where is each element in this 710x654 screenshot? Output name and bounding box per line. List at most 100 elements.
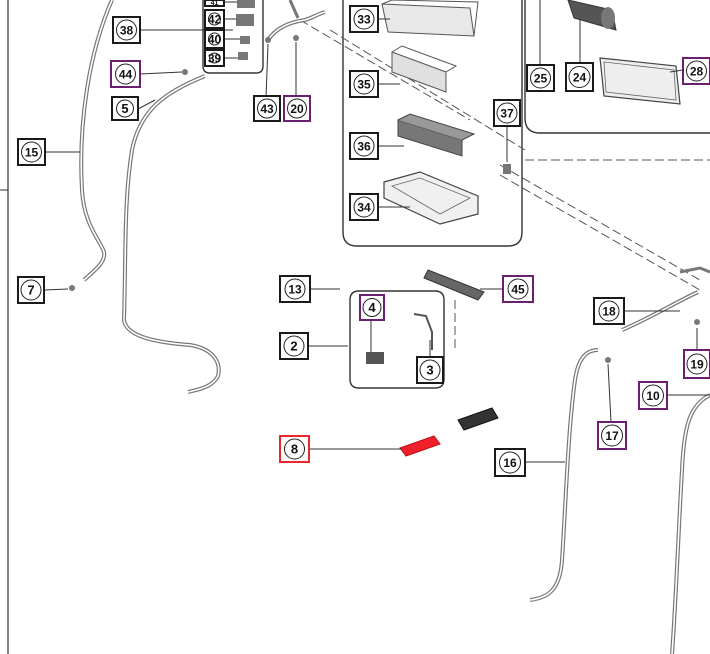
callout-44[interactable]: 44 (110, 60, 141, 88)
callout-ring (209, 52, 220, 64)
callout-ring (208, 32, 221, 46)
callout-ring (283, 335, 305, 357)
callout-10[interactable]: 10 (638, 381, 668, 410)
callout-33[interactable]: 33 (349, 5, 379, 33)
callout-ring (601, 424, 623, 447)
seal-strip-45 (423, 269, 485, 301)
callout-2[interactable]: 2 (279, 332, 309, 360)
callout-box (204, 0, 225, 7)
callout-number: 2 (290, 339, 297, 354)
callout-ring (257, 98, 277, 119)
tray-34 (383, 171, 479, 225)
callout-number: 24 (573, 71, 587, 85)
callout-ring (496, 102, 518, 124)
callout-ring (353, 135, 375, 157)
callout-ring (598, 300, 620, 322)
callout-number: 15 (25, 146, 39, 160)
callout-number: 44 (119, 68, 133, 82)
callout-16[interactable]: 16 (494, 448, 526, 477)
callout-number: 40 (208, 33, 222, 47)
callout-ring (419, 359, 441, 381)
callout-ring (353, 8, 375, 30)
callout-42[interactable]: 42 (204, 9, 225, 29)
callout-15[interactable]: 15 (17, 138, 46, 166)
callout-3[interactable]: 3 (416, 356, 444, 384)
callout-number: 25 (534, 72, 548, 86)
callout-ring (284, 278, 306, 300)
callout-45[interactable]: 45 (502, 275, 534, 303)
callout-13[interactable]: 13 (279, 275, 311, 303)
callout-number: 10 (646, 389, 660, 403)
callout-8[interactable]: 8 (279, 435, 310, 463)
callout-ring (21, 141, 42, 163)
callout-41[interactable]: 41 (204, 0, 225, 7)
callout-40[interactable]: 40 (204, 29, 225, 49)
tray-28 (599, 57, 681, 105)
callout-ring (353, 73, 375, 95)
part-37 (503, 164, 511, 174)
frame-top-left-group (202, 0, 264, 74)
callout-number: 39 (208, 52, 222, 66)
callout-number: 5 (121, 101, 128, 116)
callout-43[interactable]: 43 (253, 95, 281, 122)
frame-center-group (342, 0, 523, 247)
callout-17[interactable]: 17 (597, 421, 627, 450)
callout-ring (115, 63, 136, 85)
callout-number: 42 (208, 13, 222, 27)
callout-37[interactable]: 37 (493, 99, 521, 127)
callout-number: 16 (503, 456, 517, 470)
callout-ring (20, 279, 42, 301)
callout-ring (568, 66, 591, 88)
part-8-highlighted (399, 435, 441, 457)
callout-35[interactable]: 35 (349, 70, 379, 98)
part-4 (366, 352, 384, 364)
callout-ring (499, 451, 521, 474)
callout-ring (287, 98, 307, 119)
frame-top-right-group (524, 0, 710, 134)
callout-number: 33 (357, 13, 371, 27)
module-35 (391, 51, 447, 93)
callout-28[interactable]: 28 (682, 57, 710, 85)
callout-36[interactable]: 36 (349, 132, 379, 160)
callout-number: 19 (690, 358, 704, 372)
callout-number: 20 (290, 102, 304, 116)
callout-24[interactable]: 24 (565, 62, 594, 92)
part-3 (413, 313, 433, 350)
callout-number: 38 (120, 24, 134, 38)
callout-number: 35 (357, 78, 371, 92)
part-drawings (69, 0, 710, 654)
callout-ring (284, 438, 305, 460)
callout-number: 36 (357, 140, 371, 154)
callout-ring (208, 12, 221, 26)
pad (457, 407, 499, 431)
callout-ring (686, 353, 708, 375)
callout-number: 28 (690, 65, 704, 79)
callout-34[interactable]: 34 (349, 193, 379, 221)
callout-number: 4 (368, 300, 376, 315)
callout-number: 37 (500, 107, 514, 121)
callout-5[interactable]: 5 (111, 96, 139, 121)
callout-20[interactable]: 20 (283, 95, 311, 122)
callout-18[interactable]: 18 (593, 297, 625, 325)
callout-number: 8 (291, 442, 298, 457)
callout-19[interactable]: 19 (683, 349, 710, 379)
callout-number: 13 (288, 283, 302, 297)
callout-number: 17 (605, 429, 619, 443)
callout-39[interactable]: 39 (204, 49, 225, 67)
dashed-connectors (299, 19, 710, 350)
callout-38[interactable]: 38 (112, 16, 141, 44)
module-33 (381, 3, 475, 37)
callout-7[interactable]: 7 (17, 276, 45, 304)
callout-number: 41 (211, 0, 219, 7)
leader-lines (43, 0, 710, 463)
callout-number: 45 (511, 283, 525, 297)
callout-ring (530, 67, 551, 89)
callout-number: 18 (602, 305, 616, 319)
callout-ring (507, 278, 529, 300)
callout-number: 34 (357, 201, 371, 215)
callout-4[interactable]: 4 (359, 294, 385, 321)
callout-25[interactable]: 25 (526, 64, 555, 92)
callout-ring (686, 60, 707, 82)
